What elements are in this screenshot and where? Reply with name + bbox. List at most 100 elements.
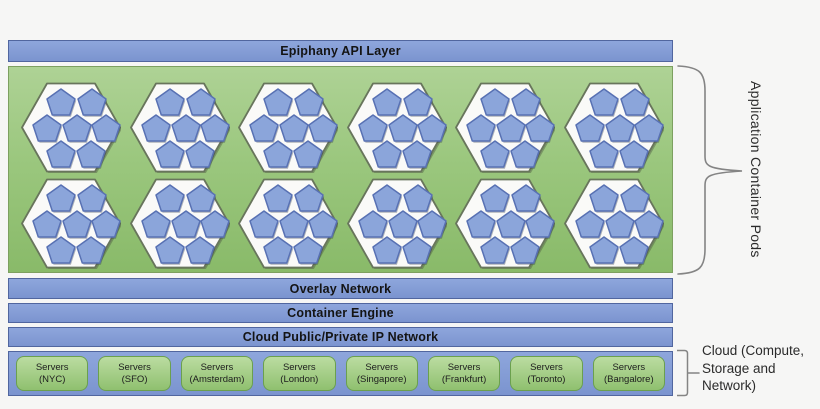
server-location: (NYC) bbox=[38, 373, 66, 385]
container-pentagon-icon bbox=[589, 88, 619, 116]
container-pentagon-icon bbox=[510, 236, 541, 264]
container-pentagon-icon bbox=[388, 210, 418, 238]
server-box: Servers(Singapore) bbox=[345, 356, 418, 391]
server-location: (Amsterdam) bbox=[189, 373, 245, 385]
server-location: (SFO) bbox=[121, 373, 148, 385]
ip-network-label: Cloud Public/Private IP Network bbox=[242, 330, 439, 344]
container-pod-hexagon bbox=[564, 178, 664, 269]
container-pentagon-icon bbox=[510, 140, 541, 168]
container-pentagon-icon bbox=[388, 114, 418, 142]
api-layer-label: Epiphany API Layer bbox=[280, 44, 401, 58]
server-name: Servers bbox=[365, 362, 399, 373]
server-location: (Toronto) bbox=[527, 373, 566, 385]
container-pentagon-icon bbox=[480, 140, 511, 168]
container-pentagon-icon bbox=[184, 140, 215, 168]
container-pentagon-icon bbox=[76, 140, 106, 168]
container-pentagon-icon bbox=[402, 236, 432, 264]
container-pentagon-icon bbox=[199, 210, 230, 238]
server-location: (Bangalore) bbox=[603, 373, 654, 385]
server-name: Servers bbox=[612, 362, 646, 373]
pod-row bbox=[21, 82, 664, 173]
container-pentagon-icon bbox=[77, 88, 107, 116]
server-name: Servers bbox=[118, 362, 151, 373]
container-pentagon-icon bbox=[91, 210, 121, 238]
container-pentagon-icon bbox=[308, 114, 338, 142]
container-pod-hexagon bbox=[238, 178, 339, 269]
server-box: Servers(Amsterdam) bbox=[180, 356, 254, 391]
server-box: Servers(Bangalore) bbox=[592, 356, 665, 391]
container-pentagon-icon bbox=[620, 184, 650, 212]
server-name: Servers bbox=[35, 362, 69, 373]
server-location: (Singapore) bbox=[356, 373, 407, 385]
container-pentagon-icon bbox=[372, 184, 402, 212]
container-pod-hexagon bbox=[455, 82, 556, 173]
container-pentagon-icon bbox=[619, 140, 649, 168]
container-pentagon-icon bbox=[46, 140, 76, 168]
container-pentagon-icon bbox=[185, 88, 216, 116]
container-pentagon-icon bbox=[185, 184, 216, 212]
container-pentagon-icon bbox=[372, 88, 402, 116]
cloud-annotation-line: Storage and bbox=[702, 360, 776, 376]
container-pentagon-icon bbox=[620, 88, 650, 116]
container-pentagon-icon bbox=[279, 210, 309, 238]
container-pentagon-icon bbox=[480, 236, 511, 264]
container-pentagon-icon bbox=[589, 236, 619, 264]
container-pentagon-icon bbox=[403, 88, 433, 116]
container-pentagon-icon bbox=[358, 210, 388, 238]
server-box: Servers(SFO) bbox=[98, 356, 171, 391]
cloud-annotation-line: Cloud (Compute, bbox=[702, 343, 805, 358]
pods-panel bbox=[8, 66, 673, 273]
container-pentagon-icon bbox=[480, 88, 511, 116]
container-pentagon-icon bbox=[62, 210, 92, 238]
container-pentagon-icon bbox=[91, 114, 121, 142]
container-pentagon-icon bbox=[402, 140, 432, 168]
cloud-annotation-line: Network) bbox=[702, 378, 757, 393]
container-pentagon-icon bbox=[279, 114, 309, 142]
container-engine-bar: Container Engine bbox=[8, 303, 673, 323]
server-location: (Frankfurt) bbox=[441, 373, 487, 385]
container-pentagon-icon bbox=[293, 140, 323, 168]
container-pentagon-icon bbox=[589, 140, 619, 168]
container-pentagon-icon bbox=[62, 114, 92, 142]
container-pentagon-icon bbox=[496, 114, 527, 142]
container-pentagon-icon bbox=[154, 184, 185, 212]
container-pentagon-icon bbox=[199, 114, 230, 142]
container-pentagon-icon bbox=[466, 114, 497, 142]
server-box: Servers(Frankfurt) bbox=[427, 356, 501, 391]
container-pentagon-icon bbox=[403, 184, 433, 212]
container-pentagon-icon bbox=[589, 184, 619, 212]
container-pentagon-icon bbox=[184, 236, 215, 264]
container-pentagon-icon bbox=[249, 210, 279, 238]
server-name: Servers bbox=[530, 362, 563, 373]
container-pod-hexagon bbox=[21, 82, 121, 173]
container-pod-hexagon bbox=[129, 178, 230, 269]
container-pentagon-icon bbox=[32, 210, 62, 238]
container-pod-hexagon bbox=[238, 82, 339, 173]
container-pentagon-icon bbox=[466, 210, 497, 238]
container-pentagon-icon bbox=[358, 114, 388, 142]
container-pentagon-icon bbox=[263, 140, 293, 168]
container-pentagon-icon bbox=[525, 114, 556, 142]
container-pentagon-icon bbox=[263, 236, 293, 264]
container-pentagon-icon bbox=[263, 88, 293, 116]
container-pentagon-icon bbox=[605, 210, 635, 238]
container-pentagon-icon bbox=[249, 114, 279, 142]
container-pentagon-icon bbox=[496, 210, 527, 238]
container-pentagon-icon bbox=[525, 210, 556, 238]
container-pentagon-icon bbox=[634, 114, 664, 142]
container-pentagon-icon bbox=[170, 210, 201, 238]
container-engine-label: Container Engine bbox=[287, 306, 394, 320]
container-pentagon-icon bbox=[634, 210, 664, 238]
container-pentagon-icon bbox=[46, 236, 76, 264]
container-pentagon-icon bbox=[511, 184, 542, 212]
container-pentagon-icon bbox=[154, 88, 185, 116]
container-pentagon-icon bbox=[294, 88, 324, 116]
pod-row bbox=[21, 178, 664, 269]
container-pentagon-icon bbox=[140, 114, 171, 142]
curly-brace-pods-icon bbox=[677, 65, 743, 275]
server-box: Servers(Toronto) bbox=[510, 356, 583, 391]
container-pentagon-icon bbox=[154, 140, 185, 168]
container-pentagon-icon bbox=[76, 236, 106, 264]
container-pentagon-icon bbox=[170, 114, 201, 142]
container-pentagon-icon bbox=[605, 114, 635, 142]
